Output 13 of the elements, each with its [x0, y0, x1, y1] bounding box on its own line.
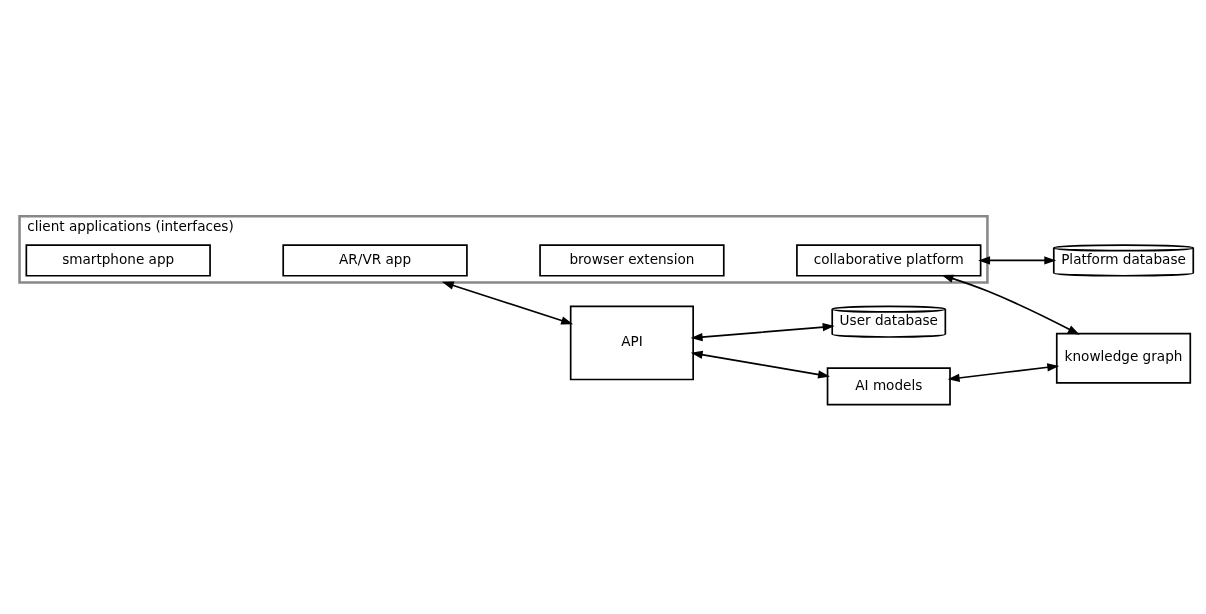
arrow [947, 363, 1060, 383]
node-box: AI models [826, 367, 951, 406]
arrow [690, 350, 830, 379]
node-box: AR/VR app [282, 244, 468, 277]
arrow [690, 322, 835, 342]
node-box: API [569, 305, 694, 381]
arrow [441, 281, 574, 325]
node-box: smartphone app [25, 244, 211, 277]
node-box: knowledge graph [1055, 332, 1192, 384]
node-box: collaborative platform [796, 244, 982, 277]
arrow [978, 256, 1057, 265]
node-box: browser extension [539, 244, 725, 277]
arrow [941, 274, 1080, 335]
